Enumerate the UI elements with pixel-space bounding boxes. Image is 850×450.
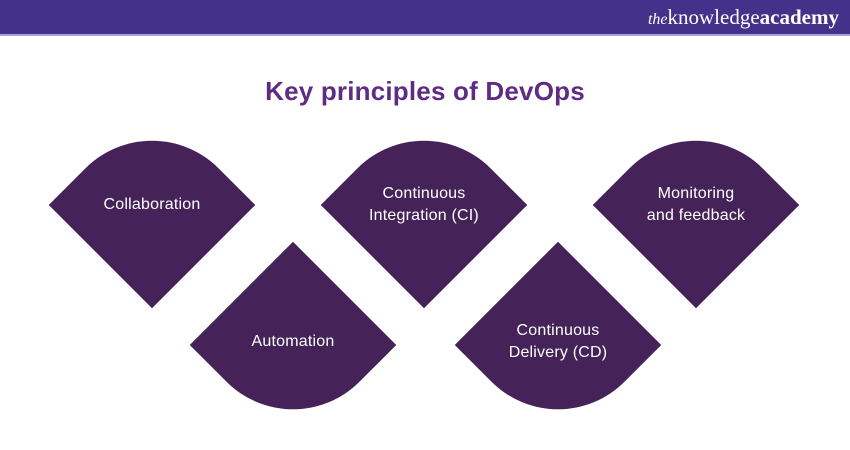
principle-label: Collaboration — [49, 102, 255, 308]
principle-label-line1: Automation — [251, 333, 335, 350]
principle-label-line1: Collaboration — [103, 196, 201, 213]
brand-logo-knowledge: knowledge — [667, 4, 760, 29]
principle-automation: Automation — [189, 239, 397, 449]
header-bar: theknowledgeacademy — [0, 0, 850, 36]
principle-continuous-integration: Continuous Integration (CI) — [320, 101, 528, 309]
principle-label: Monitoring and feedback — [593, 102, 799, 308]
principle-collaboration: Collaboration — [48, 101, 256, 309]
principle-continuous-delivery: Continuous Delivery (CD) — [454, 239, 662, 449]
principle-label-line1: Monitoring — [657, 185, 735, 202]
principle-label: Continuous Integration (CI) — [321, 102, 527, 308]
principle-label: Continuous Delivery (CD) — [455, 239, 661, 445]
page-title: Key principles of DevOps — [265, 76, 585, 106]
principle-label-line1: Continuous — [382, 185, 466, 202]
principle-label-line2: Integration (CI) — [369, 207, 479, 224]
brand-logo-academy: academy — [759, 4, 839, 29]
brand-logo: theknowledgeacademy — [647, 4, 839, 29]
principle-monitoring-feedback: Monitoring and feedback — [592, 101, 800, 309]
principle-label: Automation — [190, 239, 396, 445]
principle-label-line2: Delivery (CD) — [508, 344, 608, 361]
brand-logo-the: the — [647, 10, 668, 28]
principle-label-line1: Continuous — [516, 322, 600, 339]
principle-label-line2: and feedback — [646, 207, 746, 224]
